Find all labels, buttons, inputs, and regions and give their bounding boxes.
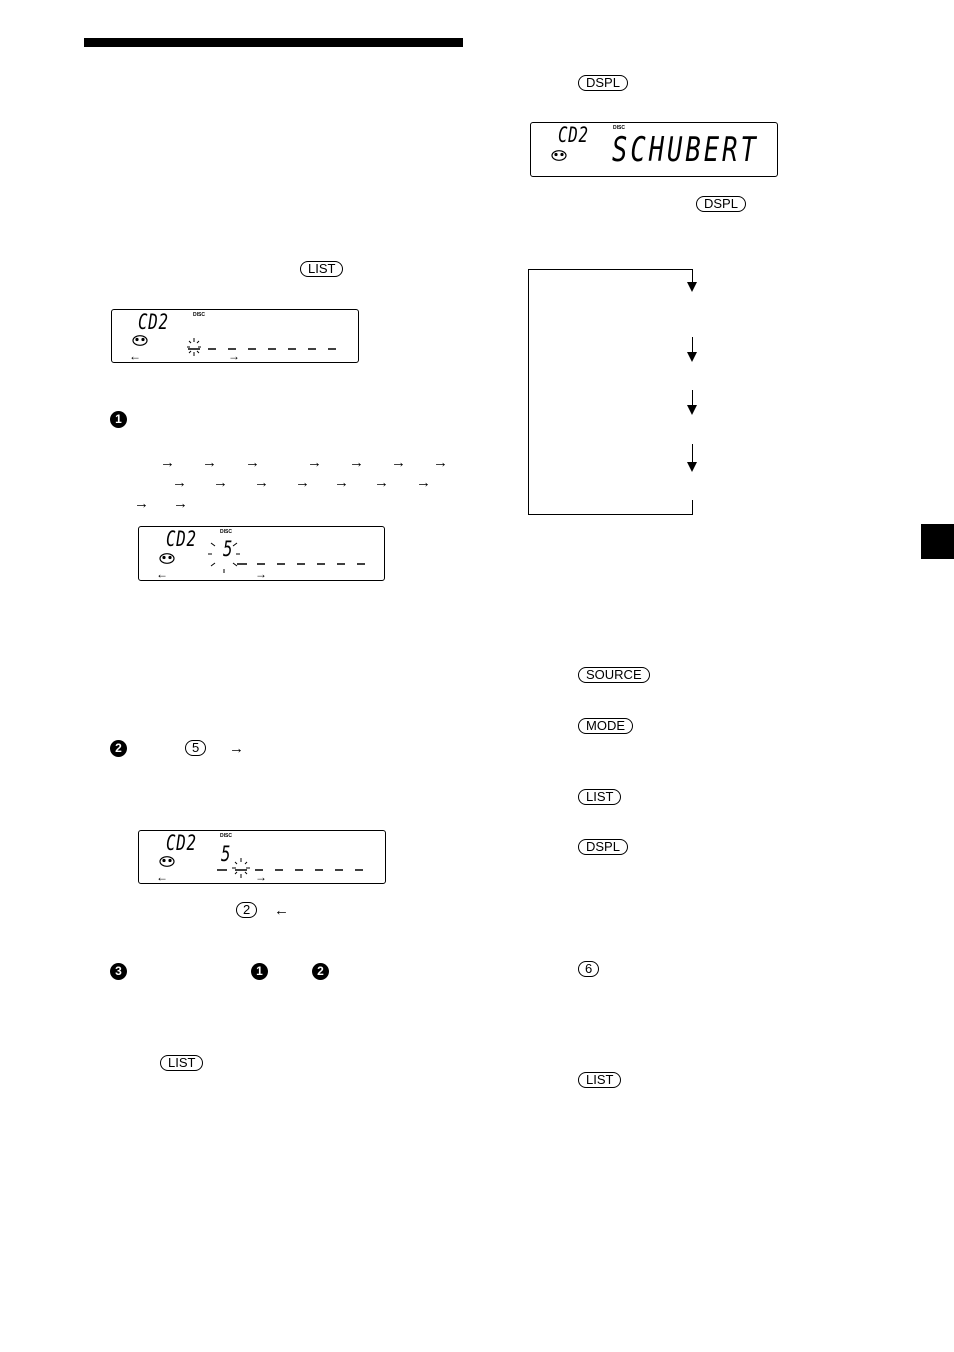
source-button[interactable]: SOURCE <box>578 667 650 683</box>
dspl-button[interactable]: DSPL <box>578 75 628 91</box>
flow-line <box>692 500 693 515</box>
sequence-arrow: → <box>160 454 175 471</box>
arrow-down-icon <box>687 352 697 362</box>
lcd-disc-label: DISC <box>220 529 232 535</box>
sequence-arrow: → <box>391 454 406 471</box>
disc-icon <box>132 335 148 346</box>
sequence-arrow: → <box>172 474 187 491</box>
sequence-arrow: → <box>307 454 322 471</box>
step-1-marker: 1 <box>110 411 127 428</box>
step-3-marker: 3 <box>110 963 127 980</box>
step-2-marker: 2 <box>110 740 127 757</box>
cursor-left-arrow: ← <box>274 902 289 919</box>
arrow-down-icon <box>687 405 697 415</box>
list-button[interactable]: LIST <box>578 1072 622 1088</box>
flow-line <box>692 269 693 282</box>
step-2-reference: 2 <box>312 963 329 980</box>
sequence-arrow: → <box>374 474 389 491</box>
dspl-button[interactable]: DSPL <box>578 839 628 855</box>
disc-icon <box>159 856 175 867</box>
lcd-disc-label: DISC <box>193 312 205 318</box>
lcd-entry-row <box>208 542 365 573</box>
arrow-down-icon <box>687 462 697 472</box>
sequence-arrow: → <box>416 474 431 491</box>
list-button[interactable]: LIST <box>160 1055 204 1071</box>
side-index-tab <box>921 524 954 559</box>
lcd-cd-label: CD2 <box>166 831 197 855</box>
flow-line <box>692 444 693 462</box>
flow-line <box>692 390 693 405</box>
sequence-arrow: → <box>433 454 448 471</box>
sequence-arrow: → <box>173 495 188 512</box>
sequence-arrow: → <box>245 454 260 471</box>
lcd-entry-row <box>187 338 336 356</box>
flow-line <box>692 337 693 352</box>
lcd-disc-name-value: SCHUBERT <box>612 130 759 170</box>
sequence-arrow: → <box>254 474 269 491</box>
dspl-button[interactable]: DSPL <box>696 196 746 212</box>
lcd-cd-label: CD2 <box>558 123 589 147</box>
lcd-display-disc-name: CD2 DISC SCHUBERT <box>530 122 778 177</box>
lcd-disc-label: DISC <box>220 833 232 839</box>
section-title-bar <box>84 38 463 47</box>
lcd-display-select-character: CD2 DISC 5 ← → <box>138 526 385 581</box>
number-2-button[interactable]: 2 <box>236 902 258 918</box>
number-6-button[interactable]: 6 <box>578 961 600 977</box>
lcd-entry-row <box>217 858 363 878</box>
lcd-cursor-left: ← <box>156 567 168 581</box>
lcd-display-initial: CD2 DISC ← → <box>111 309 359 363</box>
mode-button[interactable]: MODE <box>578 718 633 734</box>
lcd-cursor-right: → <box>255 870 267 884</box>
lcd-cd-label: CD2 <box>138 310 169 334</box>
sequence-arrow: → <box>334 474 349 491</box>
lcd-cursor-left: ← <box>129 349 141 363</box>
lcd-cd-label: CD2 <box>166 527 197 551</box>
lcd-cursor-right: → <box>228 349 240 363</box>
sequence-arrow: → <box>134 495 149 512</box>
number-5-button[interactable]: 5 <box>185 740 207 756</box>
disc-icon <box>551 150 567 161</box>
cursor-right-arrow: → <box>229 740 244 757</box>
sequence-arrow: → <box>295 474 310 491</box>
lcd-entry-char: 5 <box>221 842 232 866</box>
lcd-disc-label: DISC <box>613 125 625 131</box>
sequence-arrow: → <box>213 474 228 491</box>
arrow-down-icon <box>687 282 697 292</box>
list-button[interactable]: LIST <box>578 789 622 805</box>
sequence-arrow: → <box>202 454 217 471</box>
lcd-cursor-left: ← <box>156 870 168 884</box>
lcd-entry-char: 5 <box>223 537 234 561</box>
sequence-arrow: → <box>349 454 364 471</box>
lcd-cursor-right: → <box>255 567 267 581</box>
step-1-reference: 1 <box>251 963 268 980</box>
display-cycle-diagram <box>528 269 693 515</box>
lcd-display-next-character: CD2 DISC 5 ← → <box>138 830 386 884</box>
list-button[interactable]: LIST <box>300 261 344 277</box>
disc-icon <box>159 553 175 564</box>
